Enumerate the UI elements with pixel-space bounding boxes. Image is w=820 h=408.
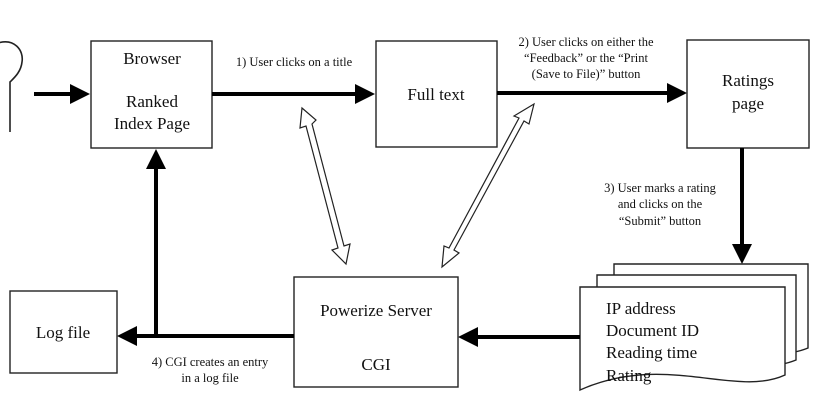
record-document-stack: IP address Document ID Reading time Rati… — [579, 263, 809, 392]
ratings-page-node: Ratings page — [686, 39, 810, 149]
server-label-line-1: Powerize Server — [320, 301, 432, 320]
arrow-server-to-browser — [146, 149, 166, 336]
step3-label-line-3: “Submit” button — [619, 214, 702, 228]
ratings-label-line-2: page — [732, 94, 764, 113]
browser-label-line-2: Ranked — [126, 92, 178, 111]
browser-label-line-3: Index Page — [114, 114, 190, 133]
arrow-server-to-log-file — [117, 326, 294, 346]
arrow-browser-to-full-text — [212, 84, 375, 104]
step1-label: 1) User clicks on a title — [236, 55, 353, 69]
arrow-record-to-server — [458, 327, 580, 347]
record-field-reading-time: Reading time — [606, 343, 697, 362]
arrow-user-to-browser — [34, 84, 90, 104]
log-file-label: Log file — [36, 323, 90, 342]
step4-label-line-2: in a log file — [181, 371, 239, 385]
powerize-server-node: Powerize Server CGI — [293, 276, 459, 388]
step2-label-line-2: “Feedback” or the “Print — [524, 51, 648, 65]
log-file-node: Log file — [9, 290, 118, 374]
double-arrow-buttons-server — [441, 102, 535, 269]
step2-label-line-3: (Save to File)” button — [532, 67, 641, 81]
user-figure-icon — [0, 41, 23, 132]
browser-node: Browser Ranked Index Page — [90, 40, 213, 149]
record-field-document-id: Document ID — [606, 321, 699, 340]
record-field-rating: Rating — [606, 366, 652, 385]
arrow-full-text-to-ratings — [497, 83, 687, 103]
step2-label-line-1: 2) User clicks on either the — [518, 35, 653, 49]
double-arrow-title-link-server — [299, 106, 351, 266]
full-text-label: Full text — [407, 85, 464, 104]
step3-label-line-2: and clicks on the — [618, 197, 703, 211]
full-text-node: Full text — [375, 40, 498, 148]
step4-label-line-1: 4) CGI creates an entry — [152, 355, 269, 369]
server-label-line-2: CGI — [361, 355, 391, 374]
browser-label-line-1: Browser — [123, 49, 181, 68]
ratings-label-line-1: Ratings — [722, 71, 774, 90]
step3-label-line-1: 3) User marks a rating — [604, 181, 717, 195]
record-field-ip-address: IP address — [606, 299, 676, 318]
arrow-ratings-to-record — [732, 148, 752, 264]
